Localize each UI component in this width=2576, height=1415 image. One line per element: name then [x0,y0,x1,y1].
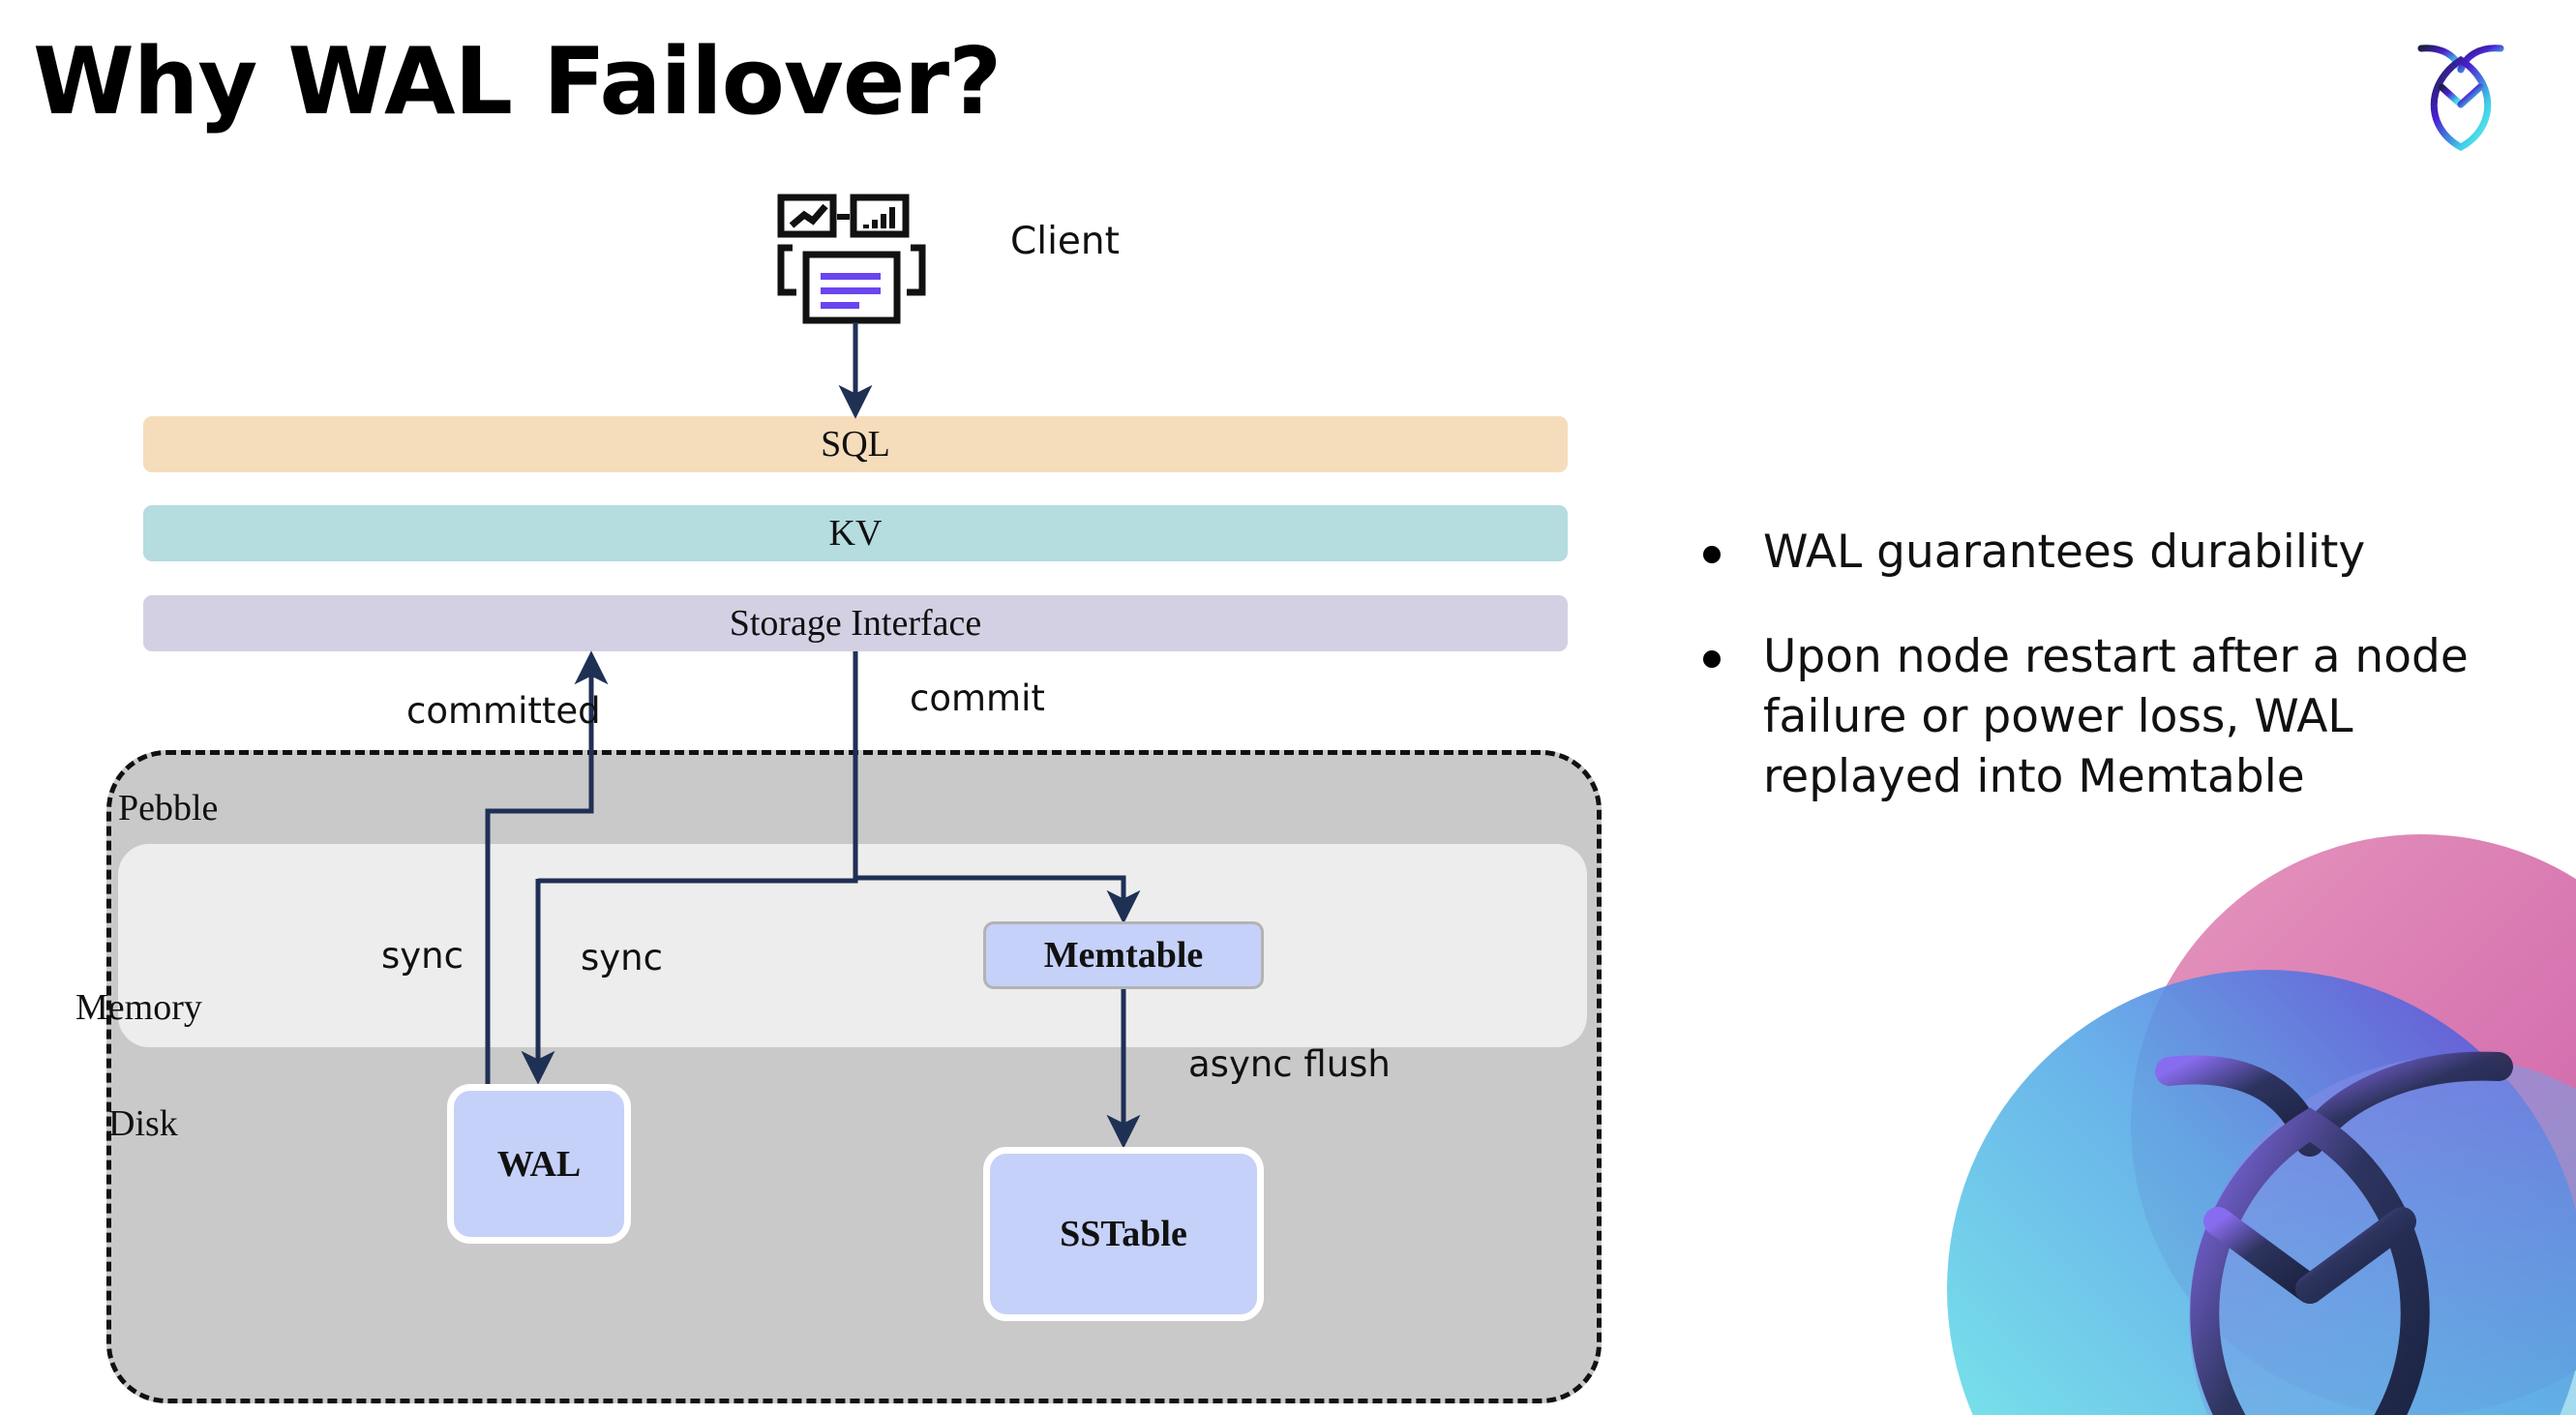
bullet-dot-icon [1703,546,1721,563]
node-memtable[interactable]: Memtable [983,921,1264,989]
layer-bar-kv-label: KV [828,513,883,554]
page-title: Why WAL Failover? [33,29,1002,135]
bullet-dot-icon [1703,650,1721,669]
disk-label: Disk [108,1103,178,1144]
layer-bar-sql[interactable]: SQL [143,416,1568,472]
layer-bar-sql-label: SQL [821,424,890,465]
node-wal-label: WAL [496,1143,582,1185]
list-item: WAL guarantees durability [1703,523,2497,583]
bullet-text: Upon node restart after a node failure o… [1763,630,2469,804]
bullet-text: WAL guarantees durability [1763,526,2366,579]
node-wal[interactable]: WAL [447,1084,631,1244]
bullet-list: WAL guarantees durability Upon node rest… [1703,523,2497,852]
node-sstable-label: SSTable [1060,1214,1187,1254]
layer-bar-storage-interface[interactable]: Storage Interface [143,595,1568,651]
layer-bar-storage-label: Storage Interface [729,603,982,644]
cockroach-watermark-icon [1879,834,2576,1415]
memory-region [118,844,1587,1047]
pebble-label: Pebble [118,788,219,828]
edge-label-committed: committed [406,690,601,732]
node-memtable-label: Memtable [1043,935,1204,976]
edge-label-commit: commit [910,677,1045,719]
layer-bar-kv[interactable]: KV [143,505,1568,561]
node-sstable[interactable]: SSTable [983,1147,1264,1321]
architecture-diagram: Client SQL KV Storage Interface Pebble M… [75,194,1602,1403]
edge-label-async-flush: async flush [1188,1043,1391,1085]
memory-label: Memory [75,987,202,1028]
edge-label-sync-left: sync [381,935,464,977]
cockroach-logo-icon [2398,27,2524,153]
edge-label-sync-right: sync [581,937,663,978]
client-dashboard-icon [774,194,929,329]
client-label: Client [1010,220,1120,263]
list-item: Upon node restart after a node failure o… [1703,627,2497,807]
